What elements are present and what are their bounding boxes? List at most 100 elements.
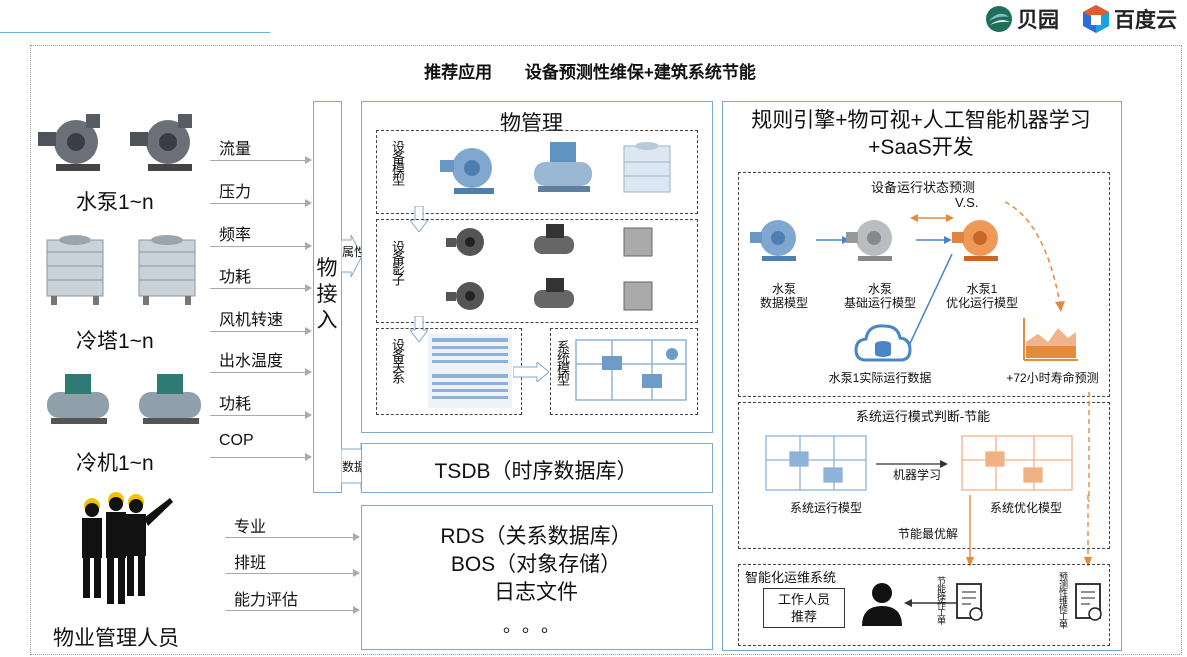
baidu-cloud-logo-text: 百度云 bbox=[1114, 9, 1177, 32]
tsdb-label: TSDB（时序数据库） bbox=[434, 460, 638, 483]
iot-access-title: 物接入 bbox=[316, 257, 338, 332]
pump-data-model-icon bbox=[750, 220, 796, 261]
baidu-cloud-logo: 百度云 bbox=[1082, 4, 1177, 34]
data-label: 数据 bbox=[342, 460, 367, 474]
beiyuan-logo: 贝园 bbox=[985, 4, 1059, 34]
param-chiller-power: 功耗 bbox=[219, 396, 252, 413]
thing-management-title: 物管理 bbox=[500, 112, 563, 135]
life-chart-icon bbox=[1022, 318, 1078, 362]
ai-panel-title: 规则引擎+物可视+人工智能机器学习 +SaaS开发 bbox=[722, 107, 1120, 161]
chiller-label: 冷机1~n bbox=[76, 452, 154, 475]
relation-table-image bbox=[428, 334, 512, 408]
pump-data-model-label-line2: 数据模型 bbox=[759, 296, 808, 310]
heading-scenario: 设备预测性维保+建筑系统节能 bbox=[524, 63, 756, 82]
pump-base-model-label-line1: 水泵 bbox=[867, 282, 892, 296]
device-shadow-box bbox=[376, 219, 698, 323]
flow-arrow bbox=[210, 156, 312, 164]
device-shadow-images bbox=[446, 224, 653, 311]
prediction-box bbox=[738, 172, 1110, 397]
cooling-tower-images bbox=[46, 235, 196, 305]
ops-system-title: 智能化运维系统 bbox=[745, 570, 837, 585]
pressure-arrow bbox=[210, 199, 312, 207]
staff-recommend-box: 工作人员 推荐 bbox=[763, 588, 845, 628]
fan-speed-arrow bbox=[210, 327, 312, 335]
outlet-temp-arrow bbox=[210, 368, 312, 376]
chiller-images bbox=[47, 374, 201, 424]
life-prediction-arrow bbox=[1004, 201, 1061, 305]
shift-arrow bbox=[225, 569, 360, 577]
heading-recommend: 推荐应用 bbox=[424, 63, 493, 82]
rds-label: RDS（关系数据库） bbox=[440, 525, 632, 548]
chiller-model-icon bbox=[534, 142, 592, 192]
param-flow: 流量 bbox=[219, 141, 252, 158]
storage-ellipsis: 。。。 bbox=[503, 616, 569, 636]
frequency-arrow bbox=[210, 242, 312, 250]
pump-data-model-label: 水泵数据模型 bbox=[748, 282, 820, 310]
ops-feed-arrows bbox=[966, 495, 1092, 567]
pump-shadow-icon bbox=[446, 228, 484, 256]
tower-shadow-icon bbox=[623, 227, 653, 257]
chiller-shadow-icon bbox=[534, 224, 574, 254]
device-model-box bbox=[376, 130, 698, 214]
pump-optimized-model-label-line1: 水泵1 bbox=[966, 282, 998, 296]
pump-base-model-label-line2: 基础运行模型 bbox=[843, 296, 916, 310]
system-mode-title: 系统运行模式判断-节能 bbox=[855, 409, 991, 424]
chiller-power-arrow bbox=[210, 411, 312, 419]
life-to-ops-arrow bbox=[1088, 392, 1090, 502]
staff-recommend-line2: 推荐 bbox=[790, 609, 817, 624]
actual-data-label: 水泵1实际运行数据 bbox=[828, 371, 932, 385]
tower-model-icon bbox=[623, 142, 671, 193]
param-shift: 排班 bbox=[234, 555, 267, 572]
system-optimized-model-icon bbox=[961, 435, 1073, 491]
cop-arrow bbox=[210, 453, 312, 461]
param-cop: COP bbox=[219, 432, 254, 449]
tower-shadow-icon bbox=[623, 281, 653, 311]
diagram-heading: 推荐应用 设备预测性维保+建筑系统节能 bbox=[330, 58, 850, 83]
pump-icon bbox=[130, 114, 192, 171]
param-pressure: 压力 bbox=[219, 184, 252, 201]
energy-order-doc-icon bbox=[956, 583, 983, 621]
top-accent-line bbox=[0, 32, 270, 33]
param-specialty: 专业 bbox=[234, 519, 267, 536]
relation-to-system-arrow bbox=[513, 362, 549, 382]
device-shadow-label: 设备影子 bbox=[390, 240, 405, 284]
pump-optimized-model-label-line2: 优化运行模型 bbox=[945, 296, 1018, 310]
person-icon bbox=[126, 494, 173, 596]
pump-label: 水泵1~n bbox=[76, 191, 154, 214]
ability-arrow bbox=[225, 606, 360, 614]
cooling-tower-icon bbox=[46, 235, 104, 305]
pump-data-model-label-line1: 水泵 bbox=[771, 282, 796, 296]
attribute-label: 属性 bbox=[342, 245, 367, 259]
pump-optimized-model-icon bbox=[952, 220, 998, 261]
iot-access-box bbox=[313, 101, 342, 493]
person-icon bbox=[106, 492, 126, 604]
device-model-images bbox=[440, 142, 671, 194]
baidu-cloud-logo-icon bbox=[1083, 5, 1109, 33]
system-mode-flow bbox=[765, 435, 1073, 491]
pump-icon bbox=[38, 114, 100, 171]
ai-panel-box bbox=[722, 101, 1122, 651]
shadow-to-relation-arrow bbox=[410, 316, 428, 342]
device-relation-label: 设备关系 bbox=[390, 338, 405, 382]
param-frequency: 频率 bbox=[219, 227, 252, 244]
chiller-icon bbox=[47, 374, 109, 424]
property-staff-image bbox=[82, 492, 173, 604]
system-model-box bbox=[550, 328, 698, 415]
system-optimized-model-label: 系统优化模型 bbox=[989, 501, 1062, 515]
param-tower-power: 功耗 bbox=[219, 269, 252, 286]
storage-box bbox=[361, 505, 713, 650]
maintenance-order-doc-icon bbox=[1075, 583, 1102, 621]
chiller-shadow-icon bbox=[534, 278, 574, 308]
specialty-arrow bbox=[225, 533, 360, 541]
ops-system-box bbox=[738, 564, 1110, 646]
beiyuan-logo-text: 贝园 bbox=[1017, 9, 1059, 32]
order-to-worker-arrow bbox=[904, 599, 956, 607]
energy-optimal-label: 节能最优解 bbox=[897, 527, 958, 541]
tsdb-box bbox=[361, 443, 713, 493]
system-mode-box bbox=[738, 402, 1110, 549]
maintenance-order-label: 预测性维修工单 bbox=[1058, 572, 1068, 628]
cloud-database-icon bbox=[854, 324, 912, 362]
ai-panel-title-line2: +SaaS开发 bbox=[868, 136, 974, 159]
staff-recommend-line1: 工作人员 bbox=[777, 592, 830, 607]
pump-shadow-icon bbox=[446, 282, 484, 310]
